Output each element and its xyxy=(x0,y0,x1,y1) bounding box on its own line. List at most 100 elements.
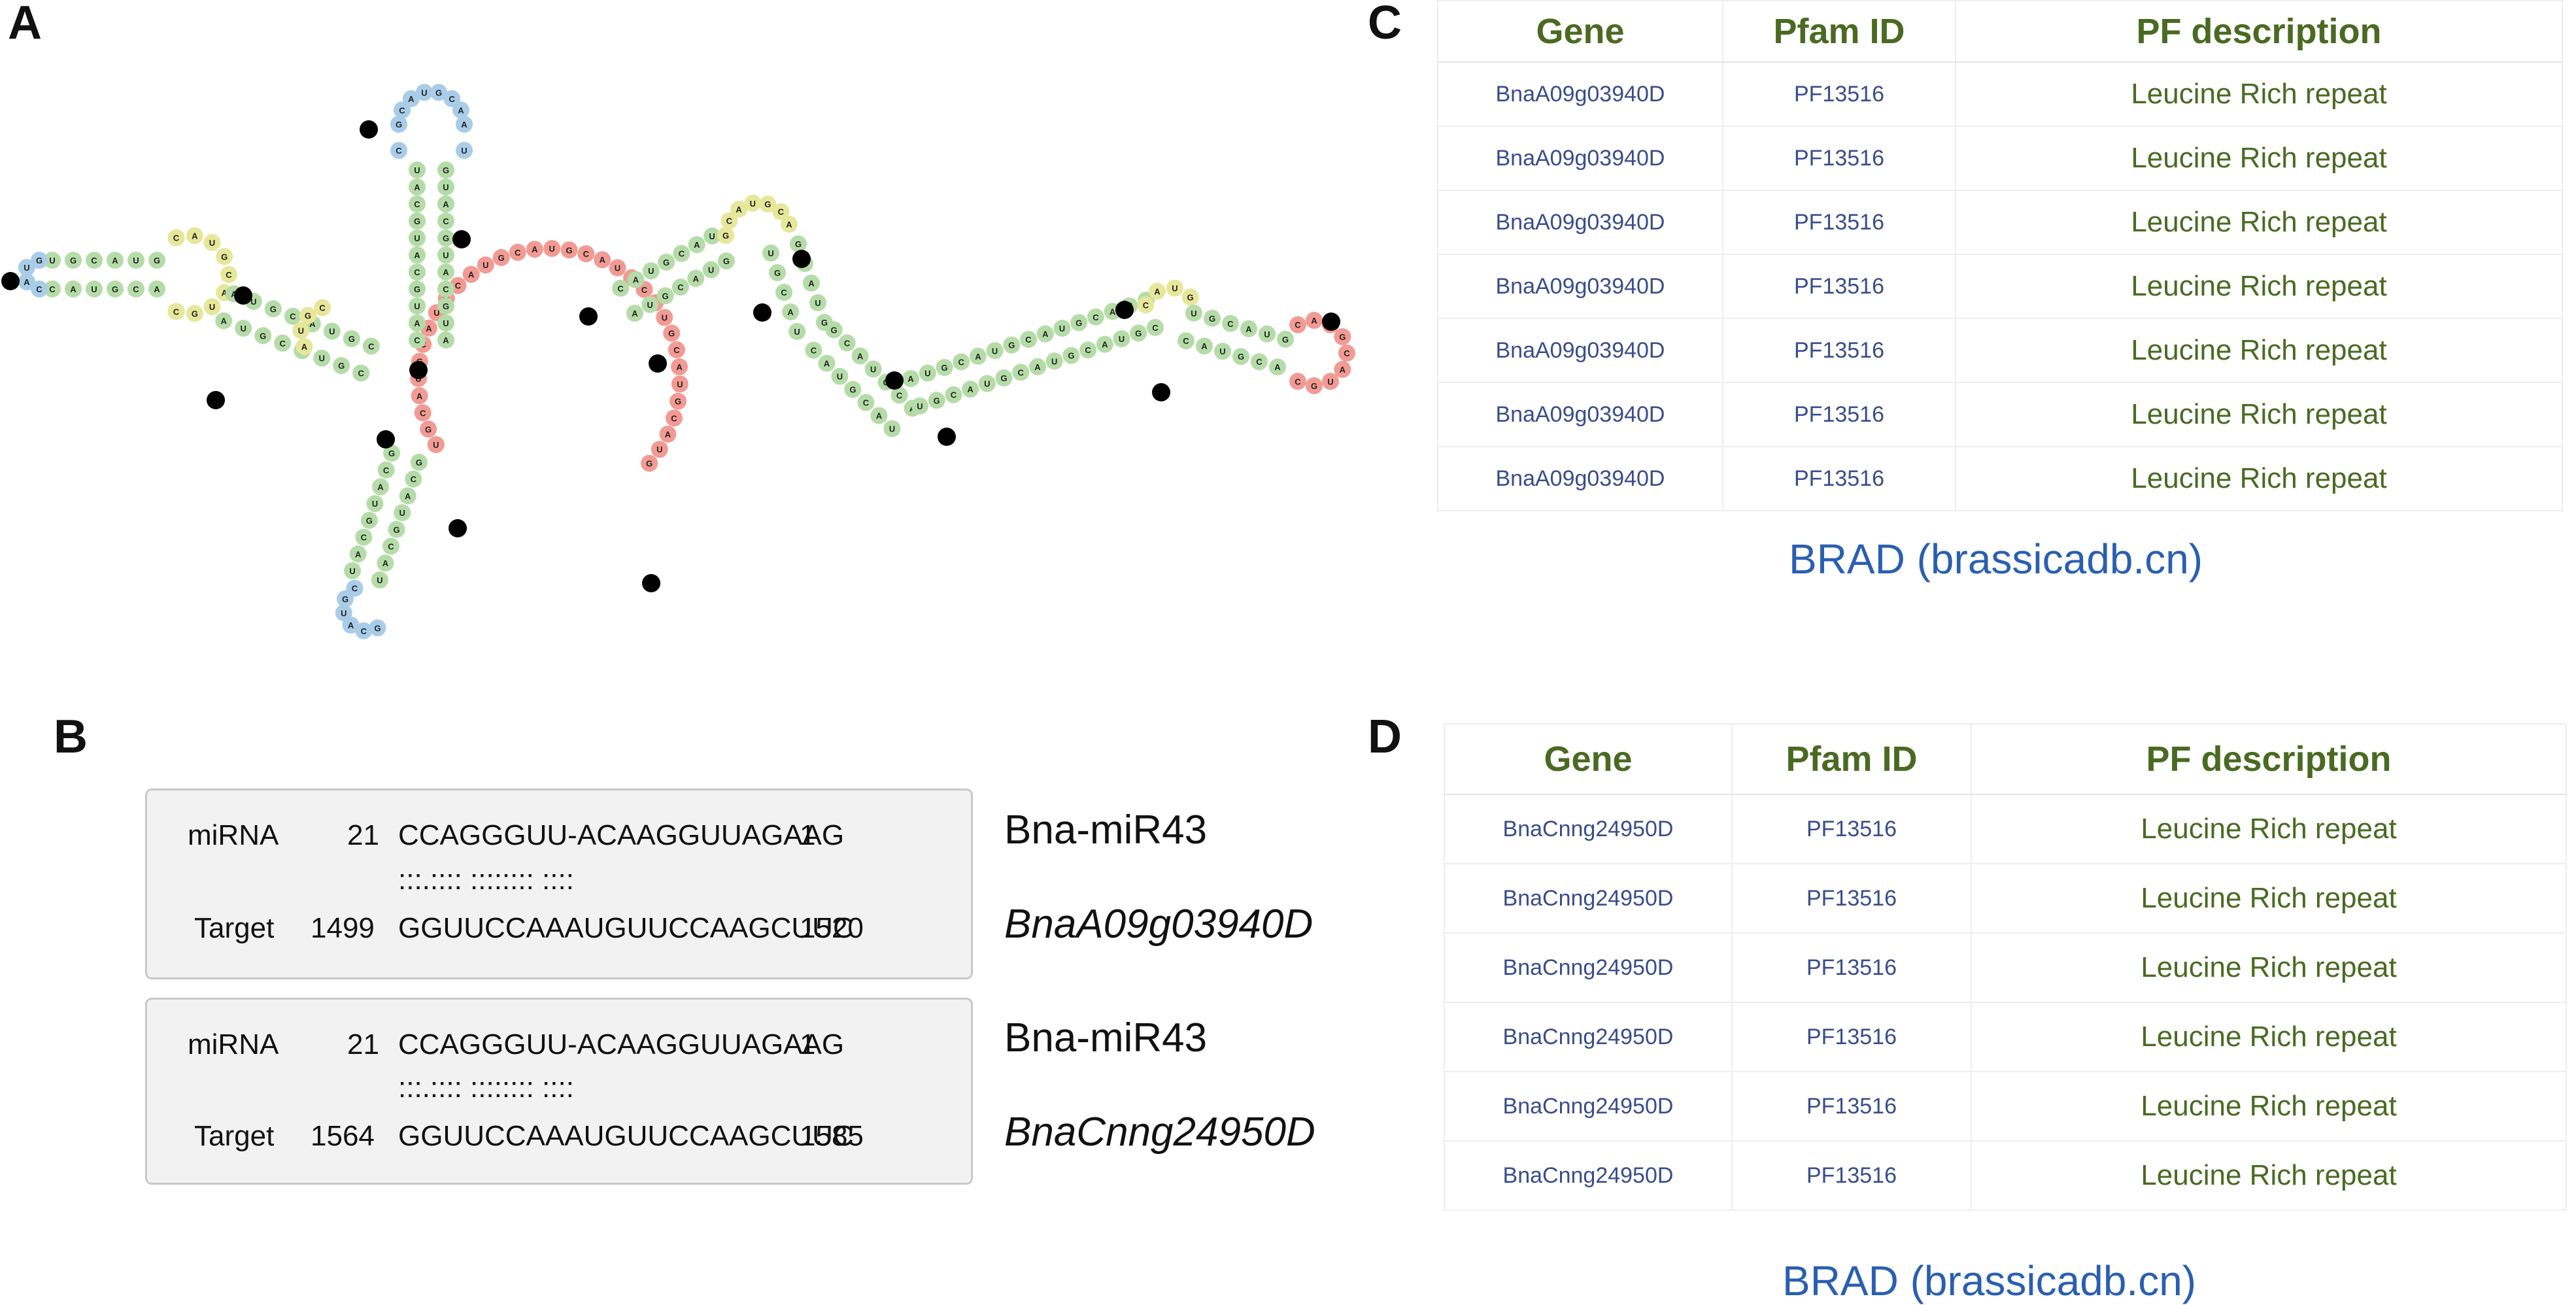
nucleotide-bead xyxy=(781,215,798,233)
pf-description-cell: Leucine Rich repeat xyxy=(1971,794,2566,864)
nucleotide-letter: G xyxy=(722,231,729,241)
nucleotide-letter: C xyxy=(1085,345,1091,355)
nucleotide-bead xyxy=(818,354,836,372)
nucleotide-bead xyxy=(1062,347,1080,364)
nucleotide-bead xyxy=(409,229,426,246)
nucleotide-letter: U xyxy=(319,354,325,364)
nucleotide-letter: G xyxy=(663,258,669,267)
nucleotide-bead xyxy=(203,298,221,316)
pfam-id-cell: PF13516 xyxy=(1731,864,1971,934)
nucleotide-bead xyxy=(390,116,407,133)
nucleotide-letter: G xyxy=(849,385,856,395)
nucleotide-letter: A xyxy=(1102,340,1108,350)
position-marker xyxy=(1152,383,1170,401)
nucleotide-letter: A xyxy=(693,274,700,284)
nucleotide-bead xyxy=(390,142,407,159)
nucleotide-bead xyxy=(687,269,705,287)
nucleotide-bead xyxy=(838,334,856,352)
nucleotide-bead xyxy=(415,84,433,101)
target-label: Target xyxy=(194,1120,275,1152)
gene-cell: BnaA09g03940D xyxy=(1438,382,1723,447)
nucleotide-letter: A xyxy=(787,307,794,317)
nucleotide-letter: A xyxy=(414,250,420,260)
pfam-id-cell: PF13516 xyxy=(1731,1141,1971,1211)
nucleotide-bead xyxy=(148,280,165,297)
nucleotide-bead xyxy=(437,212,454,229)
nucleotide-letter: C xyxy=(677,282,684,292)
target-gene-1: BnaA09g03940D xyxy=(1004,902,1313,947)
nucleotide-bead xyxy=(1269,358,1286,376)
nucleotide-bead xyxy=(775,284,793,301)
nucleotide-letter: U xyxy=(298,326,304,335)
nucleotide-bead xyxy=(851,347,869,365)
mirna-name-2: Bna-miR43 xyxy=(1004,1015,1208,1060)
gene-cell: BnaCnng24950D xyxy=(1444,1141,1732,1211)
nucleotide-letter: U xyxy=(372,499,378,509)
nucleotide-bead xyxy=(409,297,426,314)
nucleotide-letter: C xyxy=(617,284,624,294)
nucleotide-bead xyxy=(394,504,411,522)
header-gene: Gene xyxy=(1444,724,1732,795)
nucleotide-letter: A xyxy=(975,352,981,362)
nucleotide-bead xyxy=(409,161,426,178)
nucleotide-letter: A xyxy=(192,231,198,241)
nucleotide-letter: U xyxy=(708,265,714,275)
nucleotide-bead xyxy=(1334,328,1351,345)
target-sequence: GGUUCCAAAUGUUCCAAGCUUC xyxy=(398,912,854,944)
nucleotide-bead xyxy=(1149,282,1166,300)
target-label: Target xyxy=(194,912,275,944)
gene-cell: BnaCnng24950D xyxy=(1444,1002,1732,1072)
nucleotide-bead xyxy=(1334,361,1351,378)
nucleotide-letter: A xyxy=(301,342,308,352)
nucleotide-letter: A xyxy=(382,558,389,568)
nucleotide-letter: U xyxy=(1172,284,1178,294)
nucleotide-letter: U xyxy=(433,440,439,450)
source-label-c: BRAD (brassicadb.cn) xyxy=(1789,535,2203,583)
nucleotide-bead xyxy=(668,341,685,358)
position-marker xyxy=(449,519,467,537)
nucleotide-bead xyxy=(594,251,611,269)
nucleotide-bead xyxy=(477,256,494,274)
nucleotide-bead xyxy=(526,241,543,258)
pfam-id-cell: PF13516 xyxy=(1722,447,1956,511)
nucleotide-bead xyxy=(167,303,185,320)
nucleotide-bead xyxy=(18,259,35,276)
nucleotide-letter: C xyxy=(173,307,180,316)
nucleotide-letter: G xyxy=(305,311,311,321)
pfam-id-cell: PF13516 xyxy=(1731,1002,1971,1072)
nucleotide-letter: C xyxy=(1295,377,1301,386)
nucleotide-letter: A xyxy=(1340,365,1346,375)
nucleotide-letter: U xyxy=(647,300,653,310)
nucleotide-bead xyxy=(641,296,659,313)
nucleotide-bead xyxy=(31,252,48,269)
nucleotide-bead xyxy=(703,227,721,245)
nucleotide-letter: C xyxy=(396,146,402,156)
nucleotide-bead xyxy=(864,360,882,378)
nucleotide-letter: U xyxy=(1219,347,1225,356)
nucleotide-bead xyxy=(362,337,380,355)
nucleotide-letter: U xyxy=(377,575,382,585)
nucleotide-bead xyxy=(1306,312,1323,329)
pairing-line: :::.:::: :::::::: :::: xyxy=(398,1072,574,1104)
nucleotide-bead xyxy=(409,314,426,331)
pf-description-cell: Leucine Rich repeat xyxy=(1971,1141,2566,1211)
nucleotide-letter: C xyxy=(399,105,405,115)
pfam-id-cell: PF13516 xyxy=(1722,382,1956,447)
nucleotide-letter: A xyxy=(1201,341,1208,351)
nucleotide-letter: A xyxy=(377,483,384,492)
nucleotide-letter: G xyxy=(668,329,675,339)
position-marker xyxy=(234,286,252,305)
nucleotide-letter: U xyxy=(992,346,998,356)
nucleotide-letter: G xyxy=(443,301,449,311)
nucleotide-letter: G xyxy=(192,309,198,319)
nucleotide-letter: U xyxy=(414,165,420,175)
nucleotide-letter: A xyxy=(736,205,742,214)
nucleotide-bead xyxy=(1045,352,1063,370)
nucleotide-letter: G xyxy=(154,256,160,265)
target-start: 1564 xyxy=(311,1120,375,1152)
mirna-label: miRNA xyxy=(188,1028,279,1060)
nucleotide-bead xyxy=(220,266,237,283)
nucleotide-letter: U xyxy=(709,231,715,241)
